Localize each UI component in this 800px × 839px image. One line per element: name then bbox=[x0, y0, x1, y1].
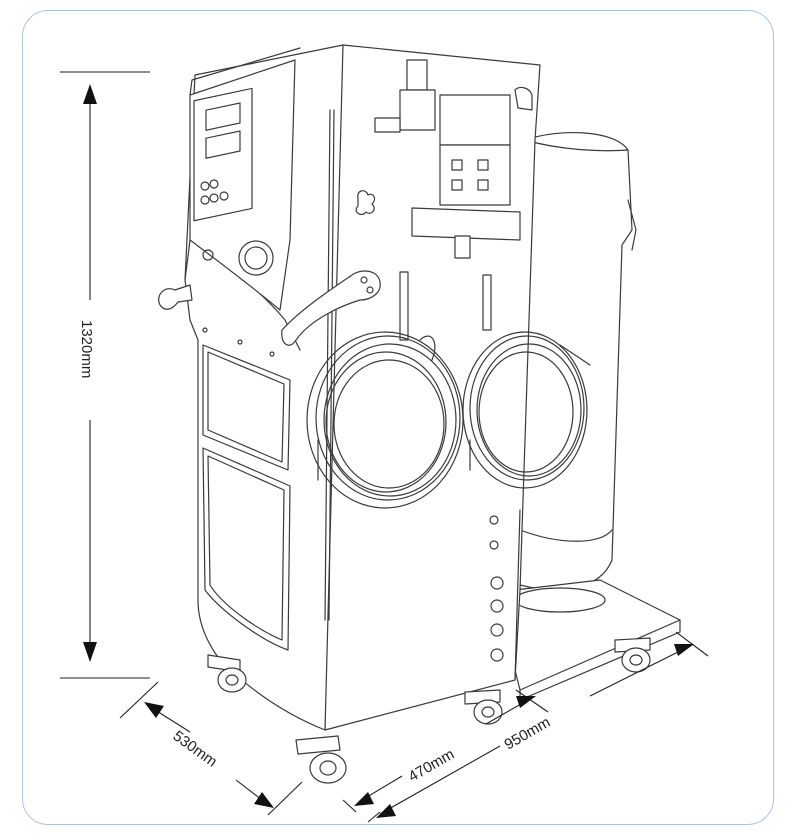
height-label: 1320mm bbox=[78, 320, 95, 378]
total-width-label: 950mm bbox=[502, 714, 554, 754]
depth-label: 530mm bbox=[170, 727, 220, 770]
quick-couplers bbox=[489, 515, 504, 662]
left-handle bbox=[158, 284, 193, 310]
hose-hooks bbox=[399, 271, 492, 341]
tank-cylinder bbox=[519, 132, 637, 591]
casters bbox=[207, 637, 651, 784]
caster-wheel-icon bbox=[464, 689, 503, 725]
cabinet-front bbox=[184, 44, 344, 731]
caster-wheel-icon bbox=[295, 735, 347, 784]
base-width-label: 470mm bbox=[406, 746, 458, 786]
front-handle-arm bbox=[281, 270, 381, 346]
height-dimension: 1320mm bbox=[60, 71, 150, 679]
pressure-gauge-icon bbox=[238, 240, 274, 276]
filter-regulator bbox=[355, 59, 533, 259]
caster-wheel-icon bbox=[614, 637, 651, 673]
base-plate bbox=[514, 579, 681, 701]
right-hose-coil bbox=[462, 331, 591, 489]
caster-wheel-icon bbox=[207, 654, 247, 693]
